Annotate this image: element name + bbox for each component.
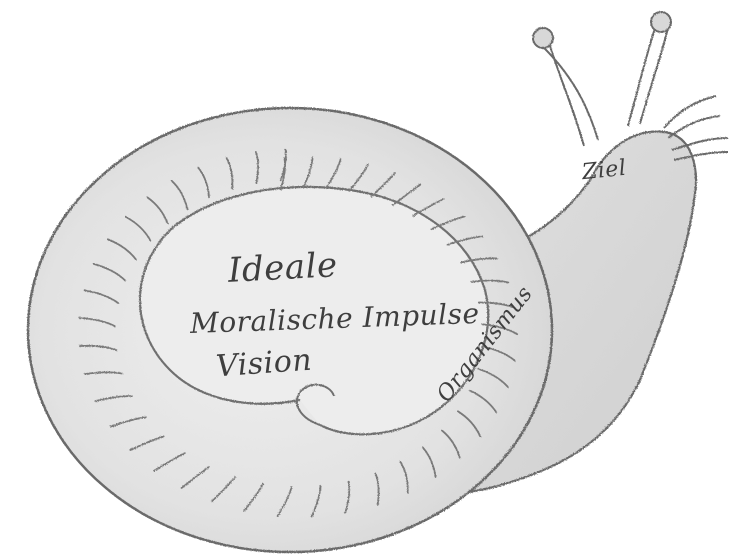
- word-ideale: Ideale: [227, 245, 339, 291]
- word-vision: Vision: [215, 343, 313, 385]
- word-ziel: Ziel: [581, 156, 628, 186]
